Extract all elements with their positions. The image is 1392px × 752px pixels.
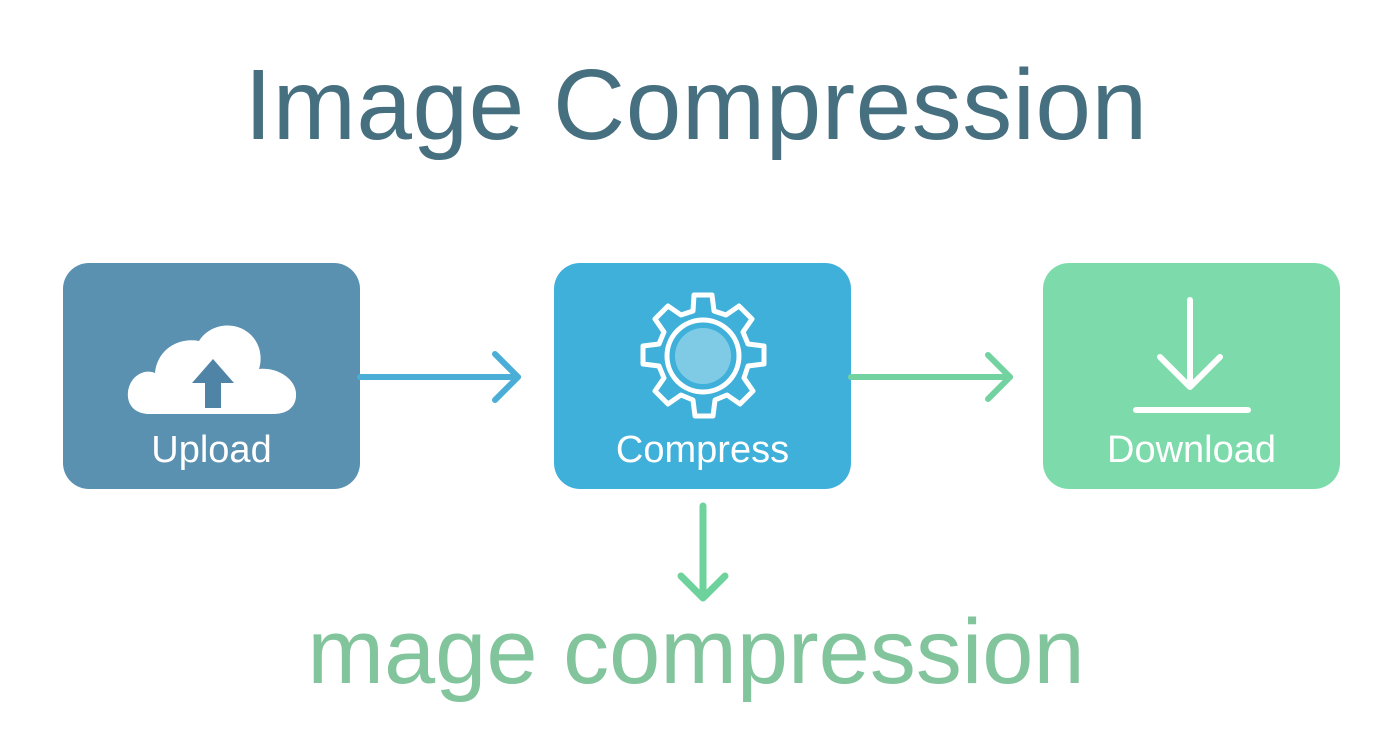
step-download-label: Download <box>1107 429 1276 471</box>
diagram-title: Image Compression <box>244 49 1148 161</box>
arrow-compress-to-output <box>677 502 729 602</box>
cloud-upload-icon <box>127 325 297 414</box>
step-download: Download <box>1043 263 1340 489</box>
step-compress-label: Compress <box>615 429 790 471</box>
step-upload: Upload <box>63 263 360 489</box>
arrow-compress-to-download <box>848 352 1013 402</box>
download-icon <box>1133 297 1251 413</box>
step-compress: Compress <box>554 263 851 489</box>
step-upload-label: Upload <box>151 429 272 471</box>
gear-icon <box>640 292 767 419</box>
output-caption: mage compression <box>307 601 1085 703</box>
arrow-upload-to-compress <box>357 351 521 403</box>
